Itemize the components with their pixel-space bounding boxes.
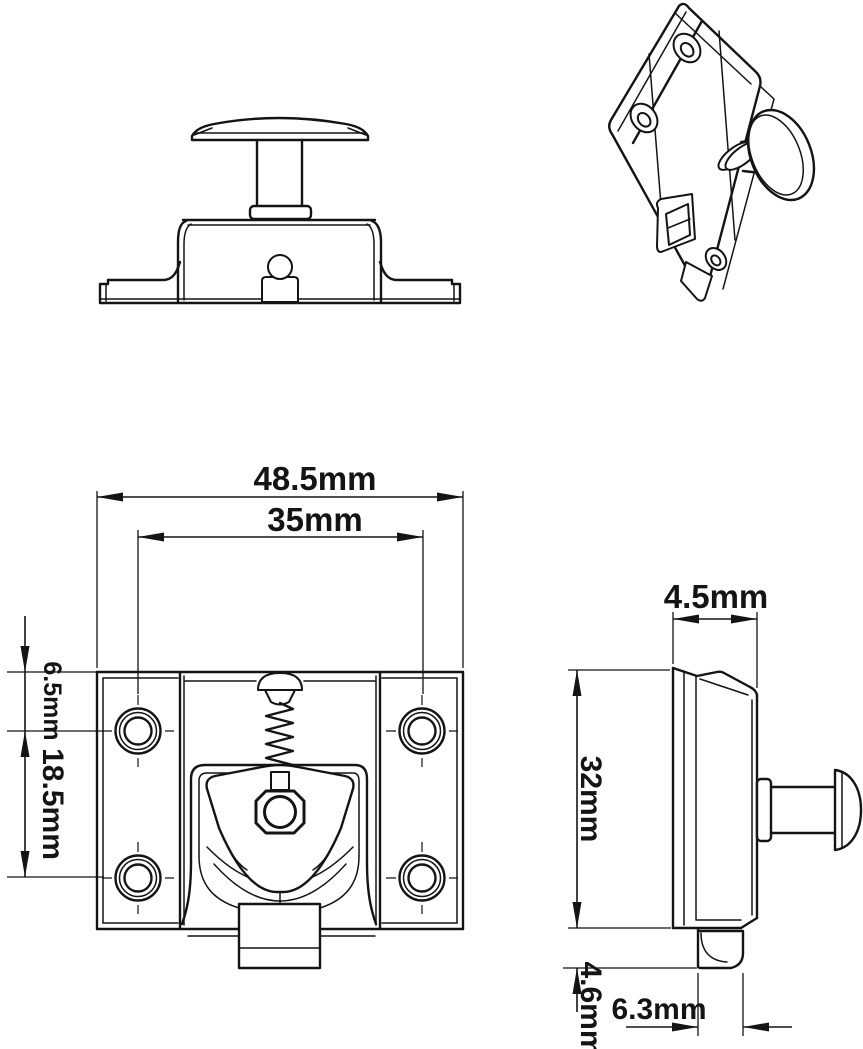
dim-hole-rows-label: 18.5mm — [36, 748, 69, 860]
dim-bolt-protrusion: 4.6mm — [563, 961, 697, 1049]
knob-cap — [190, 116, 370, 142]
knob-collar — [248, 204, 313, 221]
profile-bolt — [696, 928, 745, 970]
arrowhead — [20, 731, 30, 757]
dim-height: 32mm — [568, 669, 671, 929]
dim-bolt-protrusion-label: 4.6mm — [574, 961, 607, 1049]
iso-screw-hole-left — [629, 102, 659, 134]
arrowhead — [20, 851, 30, 877]
arrowhead — [20, 646, 30, 672]
left-flange — [98, 260, 182, 304]
profile-body — [671, 666, 759, 930]
dim-depth-label: 4.5mm — [664, 578, 769, 615]
dim-edge-to-hole-label: 6.5mm — [38, 661, 66, 740]
cam-hole — [263, 795, 297, 829]
arrowhead — [572, 968, 582, 994]
dim-bolt-width-label: 6.3mm — [611, 993, 706, 1026]
iso-screw-hole-bottom — [704, 247, 728, 271]
arrowhead — [731, 614, 757, 624]
screw-hole-bottom-right — [386, 842, 458, 914]
front-view: 48.5mm 35mm 6.5mm 18.5mm — [7, 460, 465, 970]
iso-bolt-tip — [680, 261, 713, 302]
arrowhead — [572, 670, 582, 696]
screw-hole-top-left — [102, 695, 174, 767]
arrowhead — [743, 1022, 769, 1032]
dim-overall-width: 48.5mm — [96, 460, 464, 668]
arrowhead — [138, 532, 164, 542]
dim-hole-spacing-label: 35mm — [267, 501, 362, 538]
profile-view: 4.5mm 32mm 4.6mm 6.3mm — [563, 578, 863, 1049]
iso-knob — [717, 108, 816, 202]
isometric-view — [608, 2, 816, 302]
latch-body — [176, 218, 383, 304]
dim-overall-width-label: 48.5mm — [254, 460, 377, 497]
pivot-hole — [267, 254, 293, 280]
arrowhead — [672, 1022, 698, 1032]
arrowhead — [572, 902, 582, 928]
dim-bolt-width: 6.3mm — [611, 973, 792, 1036]
arrowhead — [97, 492, 123, 502]
iso-screw-hole-top — [672, 32, 702, 64]
spring — [257, 672, 303, 780]
bolt-front — [237, 902, 322, 970]
spring-seat — [270, 771, 290, 791]
dim-hole-spacing: 35mm — [137, 501, 424, 694]
dim-left-column: 6.5mm 18.5mm — [7, 616, 104, 878]
dim-height-label: 32mm — [574, 756, 607, 843]
front-plate — [95, 670, 465, 937]
side-elevation-view — [98, 116, 462, 305]
screw-hole-top-right — [386, 695, 458, 767]
iso-knob-cap — [746, 108, 816, 202]
cam-plate — [205, 763, 355, 907]
iso-latch-window — [656, 193, 696, 253]
arrowhead — [397, 532, 423, 542]
arrowhead — [673, 614, 699, 624]
center-tab — [261, 276, 299, 303]
screw-hole-bottom-left — [102, 842, 174, 914]
arrowhead — [437, 492, 463, 502]
right-flange — [378, 260, 462, 304]
knob-stem — [255, 138, 304, 208]
profile-knob — [755, 768, 863, 852]
dim-depth: 4.5mm — [664, 578, 769, 688]
